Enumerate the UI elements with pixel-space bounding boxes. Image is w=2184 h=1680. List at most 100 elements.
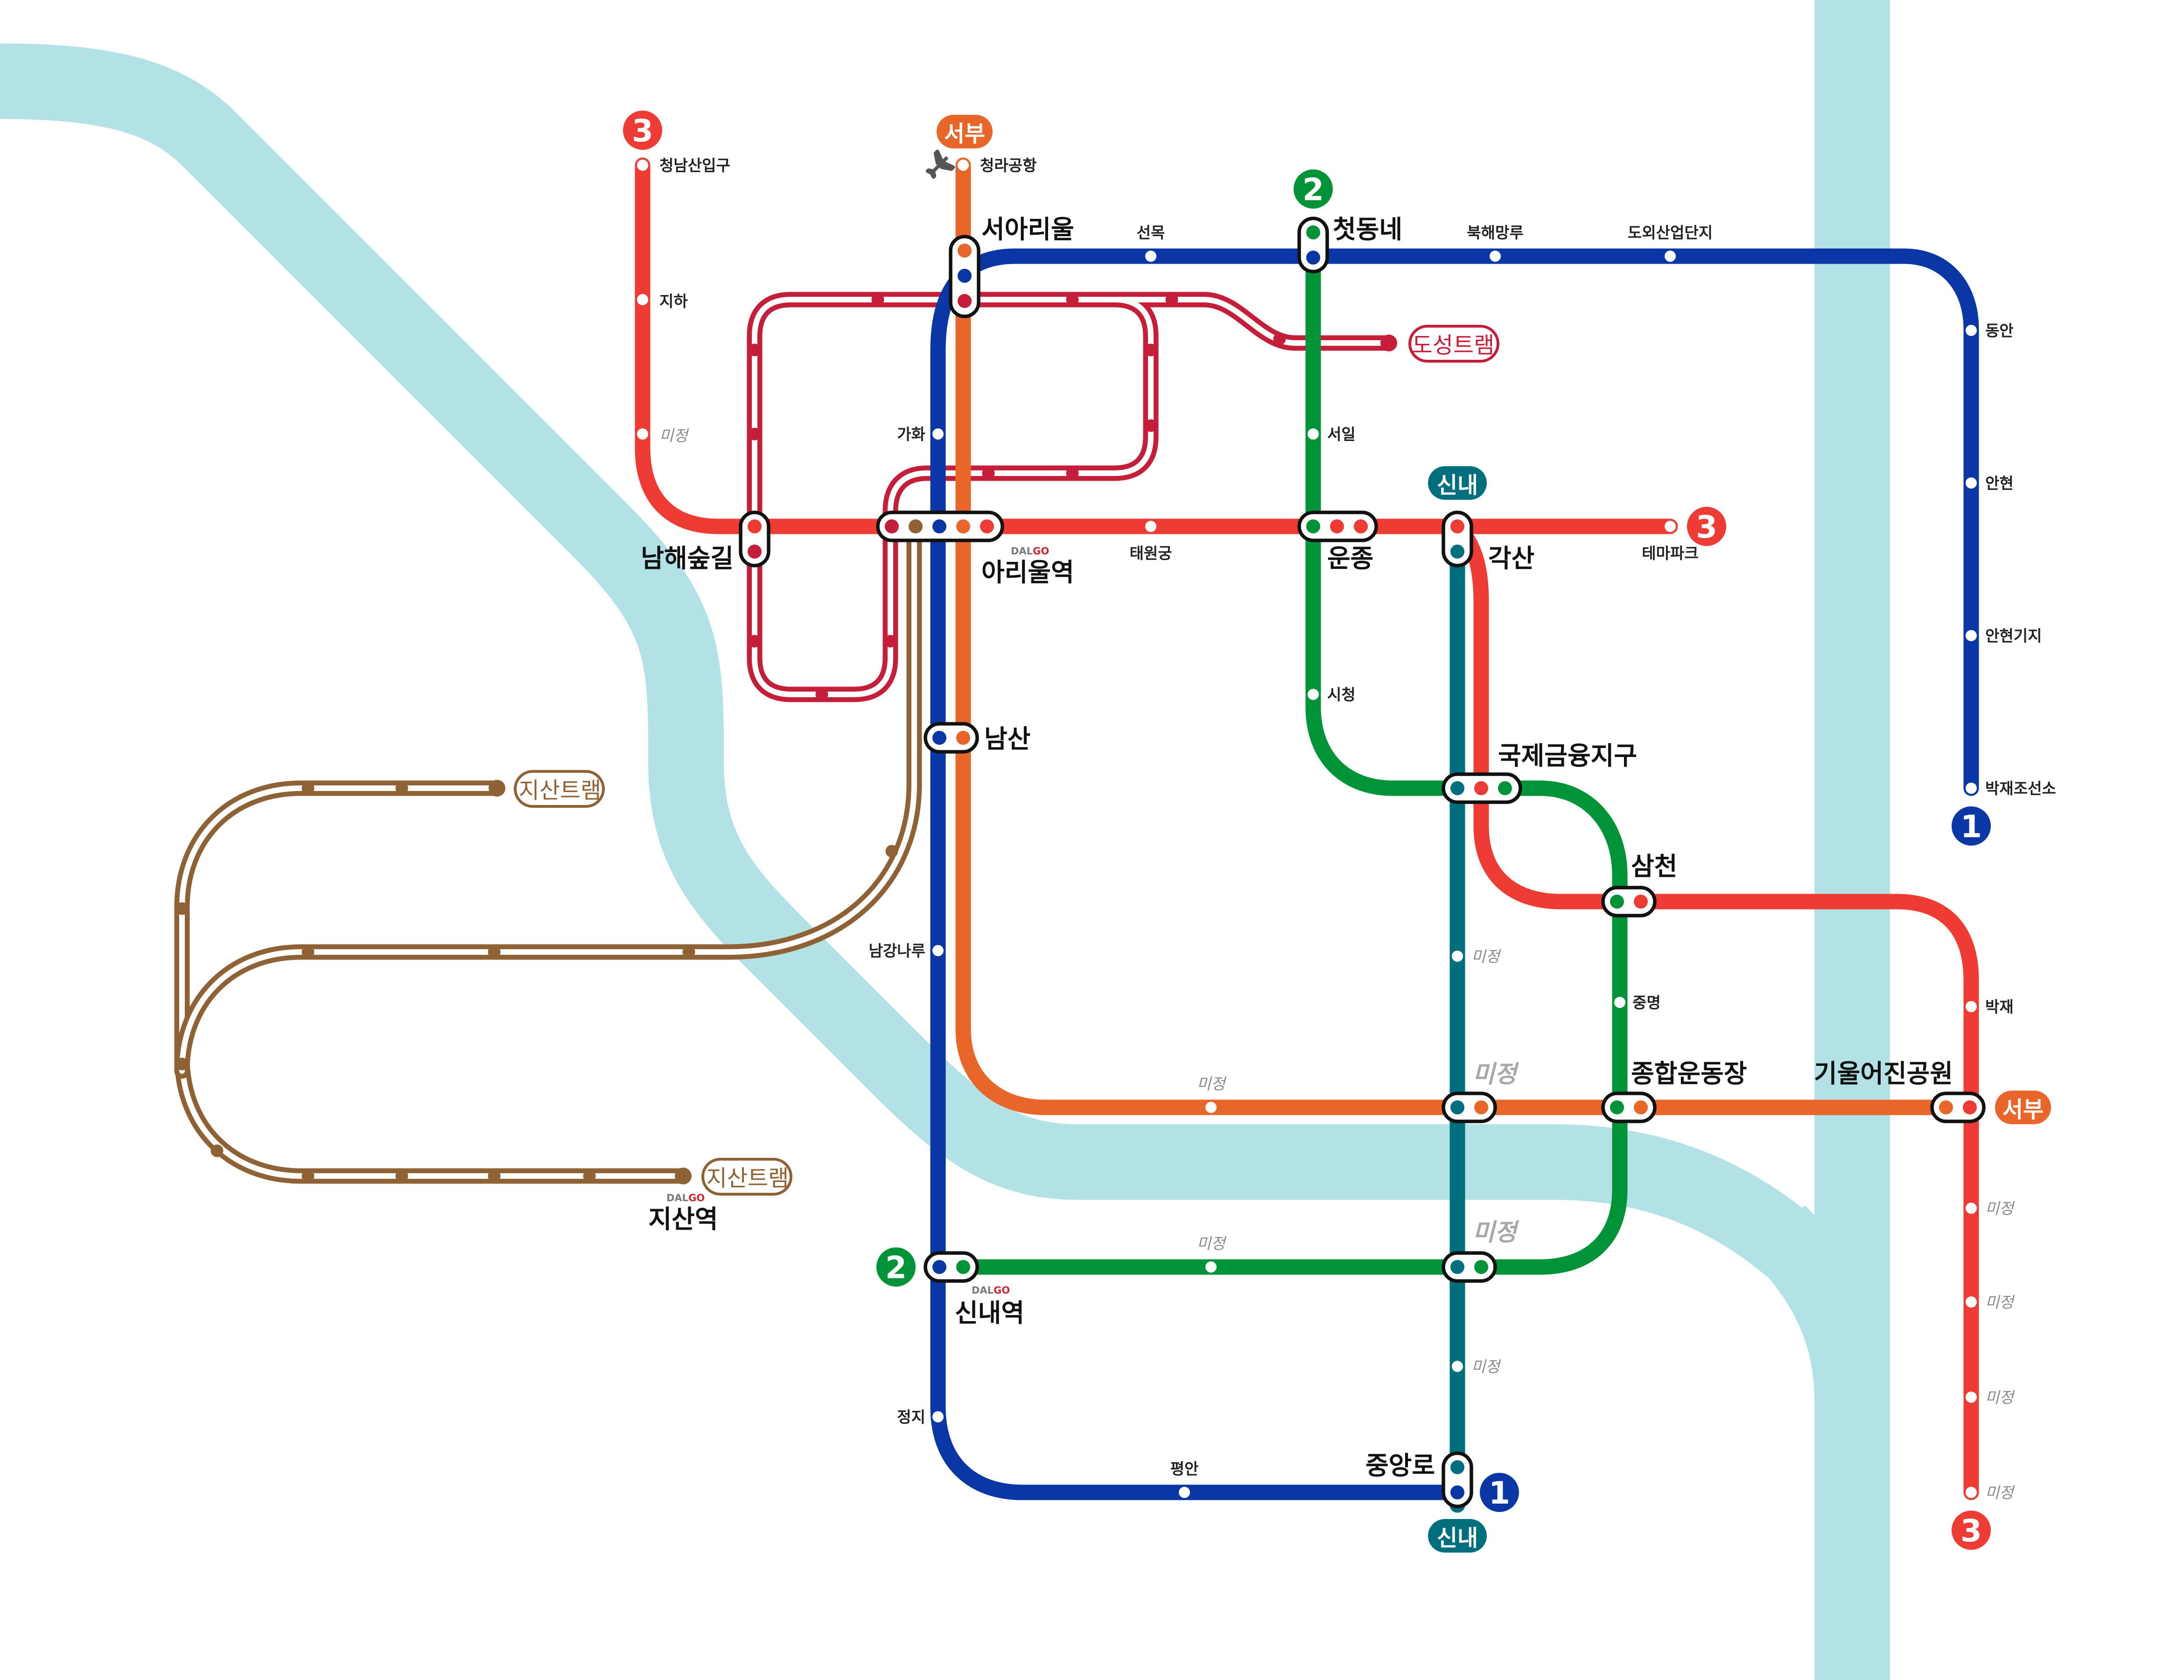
jisan-tram-terminus[interactable] [675,1168,692,1184]
station-dot-dongan[interactable] [1966,325,1977,336]
interchange-tbd-north[interactable] [1442,1092,1497,1123]
jisan-tram-stop[interactable] [395,782,408,795]
jisan-tram-stop[interactable] [175,1057,189,1071]
station-dot-tbd[interactable] [637,428,648,440]
label-tbd: 미정 [1471,947,1501,966]
station-dot-bakjae-shipyard[interactable] [1966,783,1977,794]
jisan-tram-terminus[interactable] [489,780,505,797]
station-dot-sicheong[interactable] [1308,689,1319,700]
label-gukje: 국제금융지구 [1498,741,1637,770]
doseong-tram-stop[interactable] [871,293,884,306]
doseong-tram-stop[interactable] [884,635,897,648]
jisan-tram-stop[interactable] [885,845,898,858]
interchange-namsan[interactable] [924,722,979,754]
interchange-jungangro[interactable] [1442,1451,1473,1508]
label-bakjae-shipyard: 박재조선소 [1985,779,2056,798]
doseong-tram-stop[interactable] [748,343,761,357]
line-1-badge-north[interactable]: 1 [1952,806,1991,846]
line-3-badge-east[interactable]: 3 [1687,507,1726,546]
interchange-namhaesupgil[interactable] [739,511,770,567]
doseong-tram-stop[interactable] [748,635,761,648]
sinnae-badge-south[interactable]: 신내 [1428,1519,1487,1553]
jisan-tram-stop[interactable] [682,945,695,959]
label-gaksan: 각산 [1488,544,1534,573]
interchange-tbd-south[interactable] [1442,1251,1497,1283]
station-dot-gahwa[interactable] [932,428,944,440]
station-dot-cheongra[interactable] [958,160,969,171]
jisan-tram-stop[interactable] [395,1169,408,1183]
jisan-tram-stop[interactable] [488,1169,501,1183]
station-dot-dooesaneop[interactable] [1665,251,1676,262]
line-2-badge-west[interactable]: 2 [876,1247,916,1287]
interchange-giuleojin[interactable] [1930,1092,1986,1123]
line-2-badge-north[interactable]: 2 [1294,169,1333,209]
station-dot-tbd[interactable] [1452,1361,1463,1372]
svg-text:서부: 서부 [2002,1097,2044,1123]
brand-jisan: DALGO [666,1192,705,1204]
station-dot-tbd[interactable] [1966,1487,1977,1498]
label-giuleojin: 기울어진공원 [1814,1059,1953,1088]
doseong-tram-stop[interactable] [1066,467,1079,480]
sinnae-badge-north[interactable]: 신내 [1428,466,1487,500]
station-dot-themepark[interactable] [1665,521,1676,532]
label-pyeongan: 평안 [1170,1460,1199,1478]
doseong-tram-line [747,292,1394,702]
seobu-badge-north[interactable]: 서부 [937,115,993,148]
station-dot-tbd[interactable] [1966,1296,1977,1308]
station-dot-pyeongan[interactable] [1179,1487,1190,1498]
station-dot-jungmyeong[interactable] [1614,997,1625,1008]
station-dot-seonmok[interactable] [1145,251,1156,262]
doseong-tram-stop[interactable] [1165,293,1178,306]
jisan-tram-stop[interactable] [301,1169,315,1183]
interchange-jonghap[interactable] [1601,1092,1657,1123]
station-dot-jiha[interactable] [637,294,648,305]
doseong-tram-stop[interactable] [815,688,828,701]
station-dot-tbd[interactable] [1966,1203,1977,1214]
interchange-gaksan[interactable] [1442,511,1473,567]
station-dot-bukhaemangru[interactable] [1490,251,1501,262]
label-gahwa: 가화 [897,425,925,443]
station-dot-seoil[interactable] [1308,428,1319,440]
doseong-tram-stop[interactable] [1144,343,1157,357]
station-dot-taewongung[interactable] [1145,521,1156,532]
interchange-cheotdongne[interactable] [1297,217,1329,273]
station-dot-anhyeon[interactable] [1966,477,1977,489]
doseong-tram-stop[interactable] [1066,293,1079,306]
station-dot-namgang[interactable] [932,945,944,956]
doseong-tram-terminus[interactable] [1380,335,1397,351]
line-3-badge-northwest[interactable]: 3 [623,111,662,150]
label-sicheong: 시청 [1327,686,1356,704]
jisan-tram-stop[interactable] [175,902,189,915]
jisan-tram-stop[interactable] [488,945,501,959]
doseong-tram-stop[interactable] [982,467,995,480]
jisan-tram-stops [175,780,898,1184]
svg-text:지산트램: 지산트램 [707,1165,789,1191]
jisan-tram-stop[interactable] [301,782,315,795]
station-dot-tbd[interactable] [1452,951,1463,962]
station-dot-jeongji[interactable] [932,1411,944,1422]
station-dot-cheongnamsan[interactable] [637,160,648,171]
station-dot-tbd[interactable] [1205,1102,1217,1113]
line-3 [635,157,1979,1500]
jisan-tram-stop[interactable] [210,1144,224,1157]
station-dot-anhyeon-depot[interactable] [1966,630,1977,641]
doseong-tram-stop[interactable] [1273,332,1286,345]
line-3-badge-south[interactable]: 3 [1952,1511,1991,1550]
jisan-tram-stop[interactable] [301,945,315,959]
interchange-samcheon[interactable] [1601,886,1657,917]
doseong-tram-stop[interactable] [748,427,761,441]
doseong-tram-stop[interactable] [1144,419,1157,432]
doseong-tram-badge[interactable]: 도성트램 [1408,325,1499,363]
line-1-badge-south[interactable]: 1 [1480,1473,1519,1512]
seobu-badge-east[interactable]: 서부 [1995,1091,2051,1124]
interchange-sinnae[interactable] [924,1251,979,1283]
station-dot-tbd[interactable] [1966,1392,1977,1403]
svg-text:도성트램: 도성트램 [1412,332,1495,358]
jisan-tram-stop[interactable] [583,1169,596,1183]
svg-text:신내: 신내 [1437,1525,1478,1551]
jisan-tram-badge-south[interactable]: 지산트램 [701,1158,792,1196]
label-bukhaemangru: 북해망루 [1467,224,1523,242]
station-dot-bakjae[interactable] [1966,1001,1977,1012]
station-dot-tbd[interactable] [1205,1261,1217,1273]
jisan-tram-badge-north[interactable]: 지산트램 [514,770,605,808]
